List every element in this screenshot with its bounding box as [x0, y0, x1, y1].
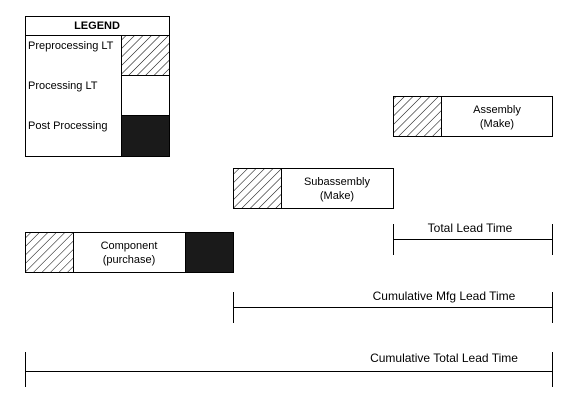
cumulative-mfg-lead-time-span: Cumulative Mfg Lead Time: [233, 289, 553, 323]
assembly-bar: Assembly (Make): [393, 96, 553, 137]
subassembly-bar: Subassembly (Make): [233, 168, 394, 209]
legend-swatch-processing: [121, 75, 170, 116]
assembly-label: Assembly: [473, 104, 521, 116]
legend: LEGEND Preprocessing LT Processing LT Po…: [25, 16, 170, 157]
subassembly-sublabel: (Make): [320, 190, 354, 202]
component-bar: Component (purchase): [25, 232, 234, 273]
component-label: Component: [101, 240, 158, 252]
legend-title: LEGEND: [74, 20, 120, 32]
cumulative-total-label: Cumulative Total Lead Time: [370, 351, 518, 365]
component-preprocessing-block: [25, 232, 74, 273]
total-lead-time-span: Total Lead Time: [393, 221, 553, 255]
legend-label-processing: Processing LT: [28, 80, 98, 92]
component-post-processing-block: [185, 232, 234, 273]
assembly-preprocessing-block: [393, 96, 442, 137]
legend-swatch-preprocessing: [121, 35, 170, 76]
subassembly-label: Subassembly: [304, 176, 371, 188]
cumulative-total-lead-time-span: Cumulative Total Lead Time: [25, 351, 553, 387]
legend-label-preprocessing: Preprocessing LT: [28, 40, 114, 52]
component-sublabel: (purchase): [103, 254, 156, 266]
subassembly-preprocessing-block: [233, 168, 282, 209]
legend-swatch-post-processing: [121, 115, 170, 157]
total-lead-time-label: Total Lead Time: [428, 221, 513, 235]
assembly-sublabel: (Make): [480, 118, 514, 130]
legend-label-post-processing: Post Processing: [28, 120, 107, 132]
cumulative-mfg-label: Cumulative Mfg Lead Time: [373, 289, 516, 303]
